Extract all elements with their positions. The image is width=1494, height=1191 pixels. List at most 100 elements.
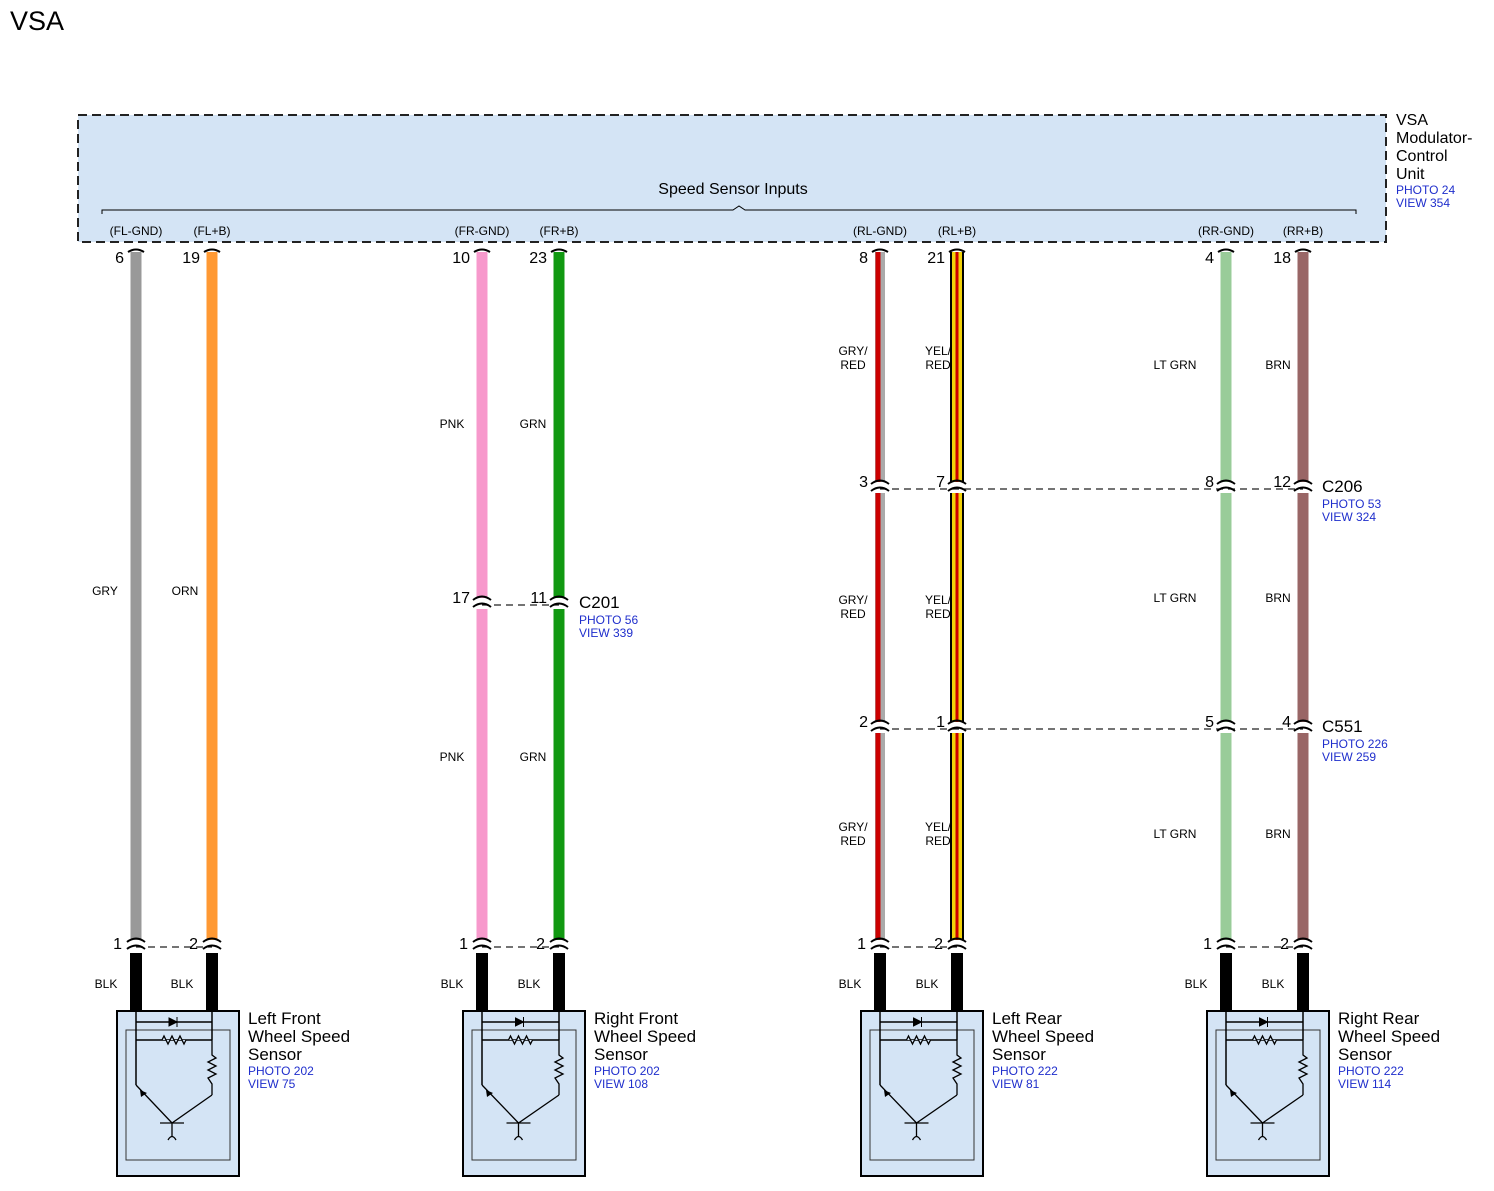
sensor-connector-mark-top — [947, 937, 967, 943]
sensor-wire-color: BLK — [916, 977, 939, 991]
wire-pin-cap — [550, 248, 568, 253]
sensor-view-link[interactable]: VIEW 75 — [248, 1077, 296, 1091]
sensor-connector-mark-top — [870, 937, 890, 943]
sensor-connector-mark-top — [126, 937, 146, 943]
sensor-photo-link[interactable]: PHOTO 202 — [594, 1064, 660, 1078]
sensor-photo-link[interactable]: PHOTO 222 — [992, 1064, 1058, 1078]
inline-connector-mark-top — [1293, 719, 1313, 725]
diode-icon — [913, 1017, 923, 1027]
wire-color-label-a: GRY/ — [838, 820, 868, 834]
wire-pin-number: 8 — [859, 250, 868, 267]
sensor-wire-color: BLK — [518, 977, 541, 991]
wire-color-label-b: RED — [840, 358, 866, 372]
sensor-name-line: Sensor — [248, 1045, 302, 1064]
connector-photo-link[interactable]: PHOTO 226 — [1322, 737, 1388, 751]
sensor-connector-mark-bottom — [947, 944, 967, 950]
inline-connector-pin: 7 — [936, 474, 945, 491]
sensor-photo-link[interactable]: PHOTO 202 — [248, 1064, 314, 1078]
inline-connector-pin: 11 — [530, 590, 547, 607]
inline-connector-mark-top — [1216, 719, 1236, 725]
resistor-vertical-icon — [206, 1040, 218, 1095]
resistor-vertical-icon — [951, 1040, 963, 1095]
ground-icon — [160, 1122, 184, 1141]
wire-color-label: GRN — [520, 750, 547, 764]
resistor-vertical-icon — [1297, 1040, 1309, 1095]
wire-pin-number: 10 — [452, 250, 470, 267]
wire-color-label: GRY — [92, 584, 118, 598]
wire-color-label: LT GRN — [1154, 591, 1197, 605]
resistor-icon — [161, 1034, 187, 1046]
inline-connector-mark-bottom — [947, 726, 967, 732]
diode-icon — [1259, 1017, 1269, 1027]
inline-connector-pin: 1 — [936, 714, 945, 731]
connector-photo-link[interactable]: PHOTO 56 — [579, 613, 638, 627]
connector-view-link[interactable]: VIEW 324 — [1322, 510, 1376, 524]
wire-pin-number: 6 — [115, 250, 124, 267]
resistor-icon — [507, 1034, 534, 1046]
wire-color-label: LT GRN — [1154, 358, 1197, 372]
arrow-icon — [486, 1090, 493, 1097]
inline-connector-mark-bottom — [870, 726, 890, 732]
wire-signal-label: (RL-GND) — [853, 224, 907, 238]
control-unit: VSA Modulator- Control Unit PHOTO 24 VIE… — [77, 112, 1472, 243]
sensor-connector-mark-top — [1293, 937, 1313, 943]
sensor-connector-mark-bottom — [126, 944, 146, 950]
control-unit-view[interactable]: VIEW 354 — [1396, 196, 1450, 210]
page-title: VSA — [10, 6, 64, 36]
inline-connector-pin: 4 — [1282, 714, 1291, 731]
inline-connector-pin: 12 — [1273, 474, 1291, 491]
sensor-connector-mark-bottom — [1293, 944, 1313, 950]
sensor-name-line: Left Front — [248, 1009, 321, 1028]
sensor-pin-number: 2 — [934, 936, 943, 953]
sensor-pin-number: 2 — [1280, 936, 1289, 953]
wire-color-label: PNK — [440, 750, 465, 764]
sensor-wire-color: BLK — [441, 977, 464, 991]
inline-connector-mark-bottom — [549, 602, 569, 608]
control-unit-box — [77, 114, 1387, 243]
sensor-connector-mark-bottom — [549, 944, 569, 950]
sensor-pin-number: 1 — [857, 936, 866, 953]
sensor-name-line: Wheel Speed — [1338, 1027, 1440, 1046]
sensor-connector-mark-top — [1216, 937, 1236, 943]
sensor-outer-box — [1206, 1010, 1330, 1177]
inline-connector-pin: 2 — [859, 714, 868, 731]
control-unit-name-2: Modulator- — [1396, 130, 1472, 147]
control-unit-photo[interactable]: PHOTO 24 — [1396, 183, 1455, 197]
sensor-outer-box — [462, 1010, 586, 1177]
wire-signal-label: (FR-GND) — [455, 224, 510, 238]
wire-pin-cap — [203, 248, 221, 253]
bus-label: Speed Sensor Inputs — [658, 181, 807, 198]
sensor-view-link[interactable]: VIEW 108 — [594, 1077, 648, 1091]
arrow-icon — [884, 1090, 891, 1097]
inline-connector-pin: 8 — [1205, 474, 1214, 491]
inline-connector-mark-bottom — [1216, 726, 1236, 732]
connector-photo-link[interactable]: PHOTO 53 — [1322, 497, 1381, 511]
inline-connector-mark-top — [947, 479, 967, 485]
wire-signal-label: (RL+B) — [938, 224, 976, 238]
sensor-name-line: Right Rear — [1338, 1009, 1420, 1028]
sensor-internal-wiring — [135, 1011, 213, 1085]
sensor-photo-link[interactable]: PHOTO 222 — [1338, 1064, 1404, 1078]
wire-signal-label: (FL-GND) — [110, 224, 163, 238]
wire-color-label-b: RED — [925, 358, 951, 372]
sensor-connector-mark-bottom — [472, 944, 492, 950]
connector-view-link[interactable]: VIEW 259 — [1322, 750, 1376, 764]
sensor-wire-color: BLK — [1262, 977, 1285, 991]
sensor-name-line: Left Rear — [992, 1009, 1062, 1028]
connector-view-link[interactable]: VIEW 339 — [579, 626, 633, 640]
sensor-name-line: Right Front — [594, 1009, 678, 1028]
sensor-view-link[interactable]: VIEW 114 — [1338, 1077, 1391, 1091]
wire-pin-number: 23 — [529, 250, 547, 267]
connector-id: C206 — [1322, 477, 1363, 496]
sensor-view-link[interactable]: VIEW 81 — [992, 1077, 1040, 1091]
wire-color-label-a: YEL/ — [925, 593, 952, 607]
bus-bracket — [101, 205, 1357, 214]
